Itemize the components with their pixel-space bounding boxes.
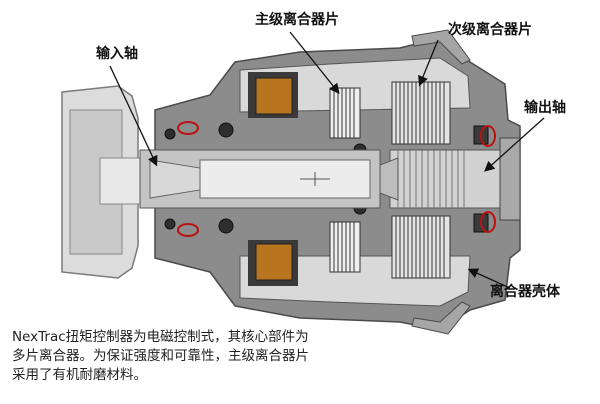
coil-bottom [248,240,298,286]
main-clutch-plates-bottom [329,221,361,273]
caption-line: 采用了有机耐磨材料。 [12,367,147,383]
secondary-clutch-plates-top [391,81,451,145]
label-output-shaft: 输出轴 [524,100,566,116]
input-flange [61,85,145,279]
label-clutch-housing: 离合器壳体 [490,284,560,300]
label-secondary-clutch-plates: 次级离合器片 [448,22,532,38]
output-shaft [379,137,521,221]
input-shaft [139,149,381,209]
caption-line: NexTrac扭矩控制器为电磁控制式，其核心部件为 [12,329,309,345]
label-main-clutch-plates: 主级离合器片 [255,12,339,28]
caption-line: 多片离合器。为保证强度和可靠性，主级离合器片 [12,348,309,364]
secondary-clutch-plates-bottom [391,215,451,279]
coil-top [248,72,298,118]
main-clutch-plates-top [329,87,361,139]
label-input-shaft: 输入轴 [96,46,138,62]
pointer-arrows [109,31,545,289]
caption: NexTrac扭矩控制器为电磁控制式，其核心部件为 多片离合器。为保证强度和可靠… [12,328,392,385]
